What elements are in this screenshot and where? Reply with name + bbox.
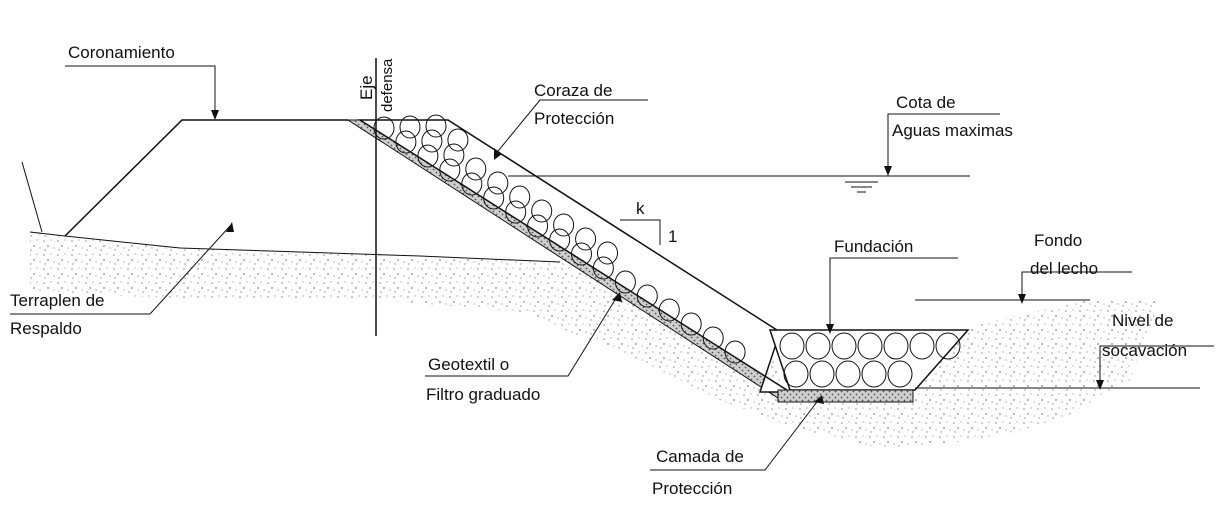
foundation-cell [809, 360, 835, 388]
label-coraza-line1: Coraza de [534, 81, 612, 100]
foundation-cell [805, 332, 831, 360]
armor-cell [505, 200, 527, 224]
armor-cell [575, 227, 597, 251]
armor-cell [597, 241, 618, 265]
armor-cell [421, 129, 443, 153]
armor-cell [373, 116, 395, 140]
armor-cell [724, 340, 746, 364]
armor-cell [443, 143, 465, 167]
label-fundacion: Fundación [834, 237, 913, 256]
embankment-outline [64, 119, 348, 237]
label-eje: Eje [357, 75, 376, 100]
foundation-block [768, 329, 970, 391]
armor-cell [509, 185, 531, 209]
armor-cell [399, 115, 421, 139]
foundation-cells [779, 332, 961, 388]
armor-cell [461, 172, 483, 196]
armor-cell [447, 128, 469, 152]
armor-cell [395, 130, 417, 154]
foundation-cell [935, 332, 961, 360]
label-defensa: defensa [379, 58, 396, 112]
foundation-cell [883, 332, 909, 360]
foundation-cell [861, 360, 887, 388]
label-fondo-line1: Fondo [1034, 231, 1082, 250]
protection-bedding [777, 389, 914, 403]
label-geotextil-line2: Filtro graduado [426, 385, 540, 404]
armor-cell [702, 326, 724, 350]
armor-cell [680, 312, 702, 336]
leader-lines [10, 65, 1214, 471]
armor-cell [571, 242, 592, 266]
foundation-cell [779, 332, 805, 360]
label-slope-1: 1 [668, 227, 677, 246]
armor-cell [553, 213, 575, 237]
left-edge-line [21, 161, 43, 233]
foundation-cell [857, 332, 883, 360]
armor-cell [439, 158, 461, 182]
label-coraza-line2: Protección [534, 109, 614, 128]
armor-cell [614, 270, 636, 294]
label-coronamiento: Coronamiento [68, 43, 175, 62]
label-nivel-line1: Nivel de [1112, 311, 1173, 330]
armor-cell [636, 284, 658, 308]
armor-cell [417, 144, 439, 168]
armor-cell [425, 114, 447, 138]
armor-cell [487, 171, 509, 195]
slope-triangle [620, 219, 661, 245]
arrowheads [211, 110, 1104, 404]
armor-cell [549, 228, 571, 252]
armor-cell [527, 214, 549, 238]
label-cota-line1: Cota de [896, 93, 956, 112]
armor-cell [531, 199, 553, 223]
armor-cell [592, 256, 614, 280]
water-level-symbol [845, 181, 878, 193]
label-terraplen-line1: Terraplen de [10, 291, 105, 310]
foundation-cell [909, 332, 935, 360]
foundation-cell [887, 360, 913, 388]
foundation-cell [783, 360, 809, 388]
label-nivel-line2: socavación [1102, 341, 1187, 360]
label-cota-line2: Aguas maximas [892, 121, 1013, 140]
foundation-cell [835, 360, 861, 388]
label-camada-line1: Camada de [656, 447, 744, 466]
armor-cell [483, 186, 505, 210]
natural-ground-line [29, 231, 561, 263]
label-fondo-line2: del lecho [1030, 259, 1098, 278]
armor-cell [465, 157, 487, 181]
armor-slope-band [357, 119, 793, 393]
armor-cells [373, 114, 746, 364]
label-terraplen-line2: Respaldo [10, 319, 82, 338]
label-geotextil-line1: Geotextil o [428, 355, 509, 374]
label-slope-k: k [636, 199, 645, 218]
armor-cell [658, 298, 680, 322]
label-camada-line2: Protección [652, 479, 732, 498]
foundation-cell [831, 332, 857, 360]
